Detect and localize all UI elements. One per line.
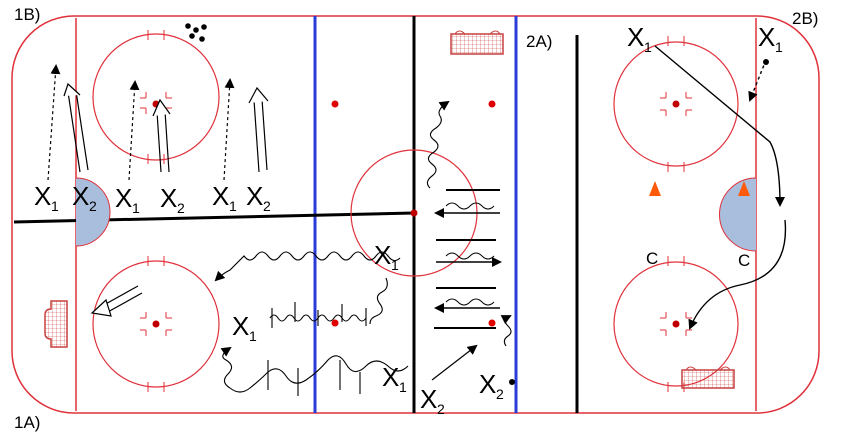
skate-arrow-icon (63, 82, 269, 173)
neutral-dot (488, 100, 496, 108)
player-label: X (212, 181, 229, 211)
label-2b: 2B) (792, 9, 818, 28)
player-label: X (115, 183, 132, 213)
cone-icon (738, 181, 750, 196)
pass-arrow-icon (431, 202, 502, 381)
player-label: X (382, 362, 399, 392)
skate-path (426, 100, 512, 347)
player-label: X (627, 22, 644, 52)
neutral-dot (331, 100, 339, 108)
right-crease (719, 177, 757, 252)
faceoff-circle-bottom-left (92, 256, 220, 392)
player-number: 2 (89, 198, 97, 214)
center-dot (410, 209, 418, 217)
puck (509, 379, 515, 385)
player-number: 1 (644, 39, 652, 55)
player-label: X (758, 22, 775, 52)
neutral-dot (331, 319, 339, 327)
player-number: 1 (132, 200, 140, 216)
player-label: X (420, 384, 437, 414)
left-zone-divider (13, 211, 415, 224)
player-number: 2 (437, 401, 445, 417)
player-number: 1 (391, 257, 399, 273)
player-number: 2 (496, 386, 504, 402)
pass-arrow-icon (47, 64, 235, 181)
neutral-dot (488, 319, 496, 327)
player-number: 1 (51, 198, 59, 214)
net-icon (450, 30, 504, 55)
puck (763, 59, 769, 65)
player-label: X (232, 311, 249, 341)
player-label: X (160, 183, 177, 213)
left-upper-crease (75, 177, 111, 247)
faceoff-circle-bottom-right (613, 256, 739, 392)
player-number: 2 (263, 198, 271, 214)
cone-icon (649, 181, 661, 196)
faceoff-circle-top-right (613, 36, 739, 172)
faceoff-circle-top-left (92, 30, 220, 164)
skate-path (654, 45, 787, 330)
player-number: 1 (249, 328, 257, 344)
player-label: X (479, 369, 496, 399)
label-1b: 1B) (14, 5, 40, 24)
player-number: 1 (399, 379, 407, 395)
label-2a: 2A) (526, 32, 552, 51)
net-icon (681, 366, 735, 389)
skate-path (214, 251, 409, 396)
pass-lanes (434, 189, 500, 329)
player-label: X (246, 181, 263, 211)
player-number: 1 (775, 39, 783, 55)
coach-label: C (738, 251, 750, 270)
player-number: 2 (177, 200, 185, 216)
player-label: X (374, 240, 391, 270)
player-label: X (72, 181, 89, 211)
shot-arrow-icon (90, 285, 143, 317)
net-icon (44, 300, 68, 348)
puck-pile-icon (185, 23, 207, 42)
label-1a: 1A) (14, 413, 40, 432)
coach-label: C (646, 249, 658, 268)
player-label: X (34, 181, 51, 211)
player-number: 1 (229, 198, 237, 214)
